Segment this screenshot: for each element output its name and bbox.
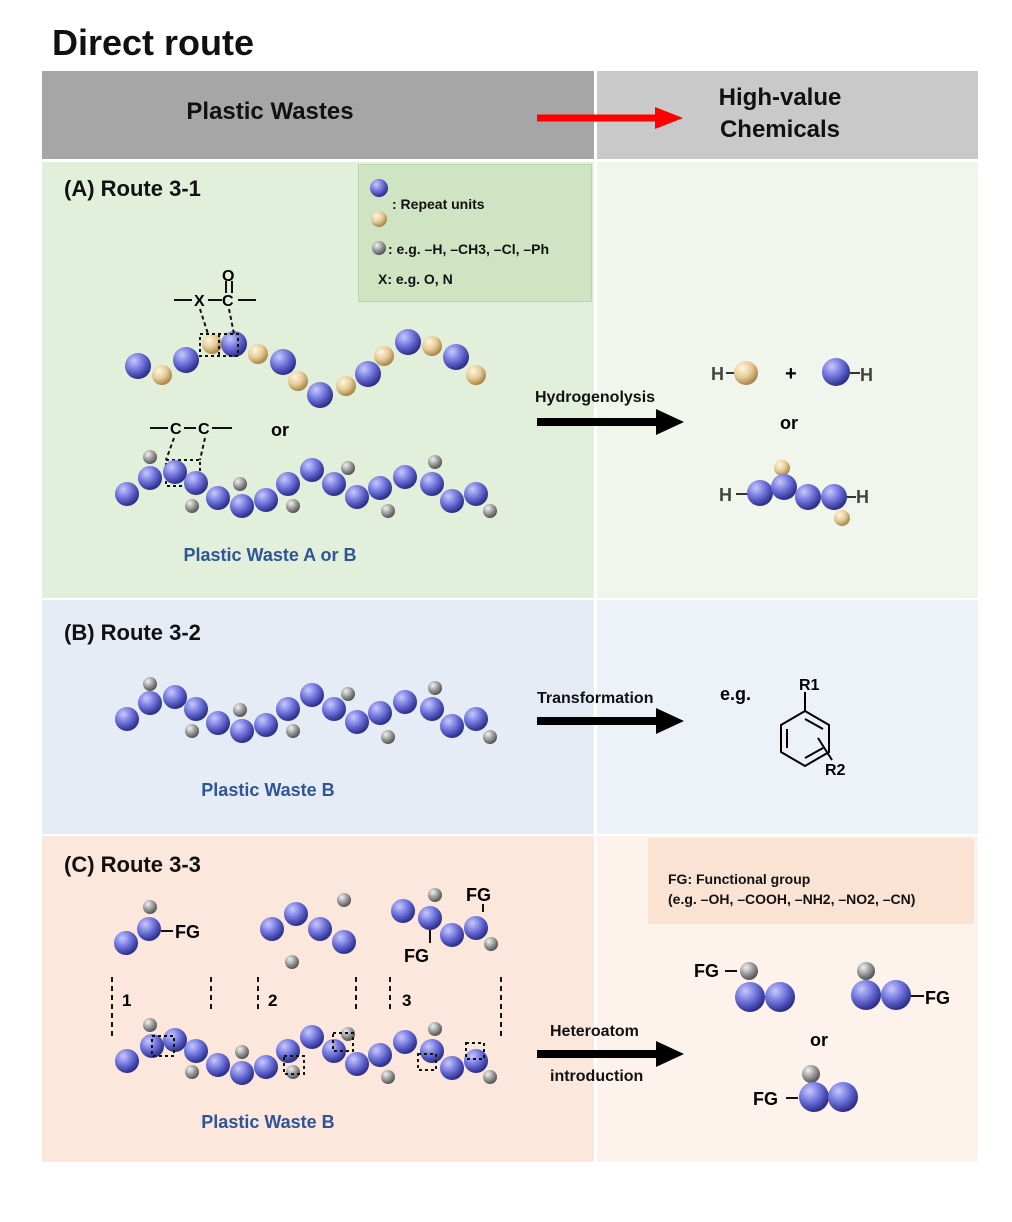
red-arrow-icon <box>537 107 683 129</box>
header-plastic-wastes: Plastic Wastes <box>186 98 354 125</box>
route-a-caption: Plastic Waste A or B <box>183 545 357 565</box>
r1-label: R1 <box>799 677 820 694</box>
route-b-caption: Plastic Waste B <box>201 780 335 800</box>
route-a-products <box>726 358 860 526</box>
legend-blue-bead-icon <box>370 179 388 197</box>
product-fg-2: FG <box>925 988 950 1008</box>
atom-o: O <box>222 268 234 285</box>
cleavage-boxes <box>151 1032 485 1075</box>
polymer-b-chain-route-b <box>115 677 497 744</box>
introduction-label: introduction <box>550 1068 644 1085</box>
benzene-ring-icon <box>780 692 833 768</box>
fg-note-box <box>648 838 974 924</box>
product-fg-3: FG <box>753 1089 778 1109</box>
route-a-product-or: or <box>780 413 798 433</box>
transformation-arrow-icon <box>537 708 684 734</box>
fragment-3-fg-bottom: FG <box>404 946 429 966</box>
product-h-right: H <box>860 365 873 385</box>
fragment-3-fg-top: FG <box>466 885 491 905</box>
route-c-product-or: or <box>810 1030 828 1050</box>
legend-repeat-units: : Repeat units <box>392 196 485 212</box>
product-chain-h-right: H <box>856 487 869 507</box>
fragment-1 <box>114 900 173 955</box>
product-h-left: H <box>711 364 724 384</box>
fragment-1-fg: FG <box>175 922 200 942</box>
route-a-title: (A) Route 3-1 <box>64 176 201 201</box>
route-c-caption: Plastic Waste B <box>201 1112 335 1132</box>
product-chain-h-left: H <box>719 485 732 505</box>
atom-c-carbonyl: C <box>222 293 234 310</box>
route-c-title: (C) Route 3-3 <box>64 852 201 877</box>
legend-substituents: : e.g. –H, –CH3, –Cl, –Ph <box>388 241 550 257</box>
header-high-value-chemicals: High-value Chemicals <box>680 82 880 146</box>
header-right-line1: High-value <box>718 84 842 111</box>
polymer-a-chain <box>125 329 486 408</box>
hydrogenolysis-arrow-icon <box>537 409 684 435</box>
x-c-o-bond-diagram <box>174 281 256 357</box>
legend-x: X: e.g. O, N <box>378 271 453 287</box>
r2-label: R2 <box>825 762 846 779</box>
route-a-right-panel <box>597 162 978 598</box>
product-fg-1: FG <box>694 961 719 981</box>
marker-1: 1 <box>122 991 131 1010</box>
page-title: Direct route <box>52 22 255 63</box>
route-b-eg: e.g. <box>720 684 751 704</box>
fragment-3 <box>391 888 498 951</box>
marker-2: 2 <box>268 991 277 1010</box>
polymer-b-chain-route-c <box>115 1018 497 1085</box>
legend-gray-bead-icon <box>372 241 386 255</box>
legend-tan-bead-icon <box>371 211 387 227</box>
atom-c2: C <box>198 421 210 438</box>
heteroatom-arrow-icon <box>537 1041 684 1067</box>
fg-note-line1: FG: Functional group <box>668 871 811 887</box>
route-a-or: or <box>271 420 289 440</box>
product-plus: + <box>785 363 797 385</box>
legend-beads <box>370 179 388 255</box>
fragment-2 <box>260 893 356 969</box>
header-right-line2: Chemicals <box>719 116 841 143</box>
marker-3: 3 <box>402 991 411 1010</box>
legend-box <box>358 164 592 302</box>
header-left-panel <box>42 71 594 159</box>
polymer-b-chain-a <box>115 450 497 518</box>
atom-c1: C <box>170 421 182 438</box>
route-c-separators <box>111 977 502 1038</box>
hydrogenolysis-label: Hydrogenolysis <box>535 389 656 406</box>
transformation-label: Transformation <box>537 690 654 707</box>
route-c-products <box>725 962 924 1112</box>
heteroatom-label: Heteroatom <box>550 1023 639 1040</box>
fg-note-line2: (e.g. –OH, –COOH, –NH2, –NO2, –CN) <box>668 891 916 907</box>
atom-x: X <box>194 293 205 310</box>
route-b-title: (B) Route 3-2 <box>64 620 201 645</box>
c-c-bond-diagram <box>150 427 232 487</box>
